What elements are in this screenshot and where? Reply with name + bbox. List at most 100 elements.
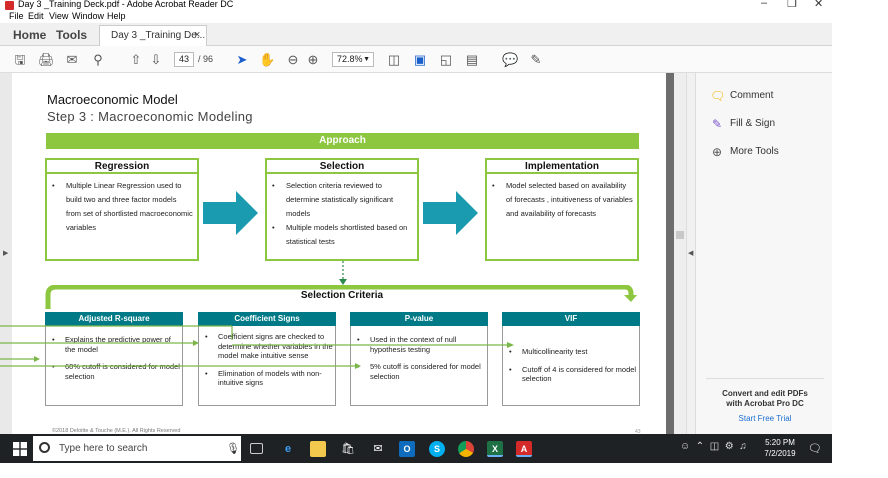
pen-icon: ✎ xyxy=(711,117,723,131)
full-screen-icon[interactable]: ◱ xyxy=(439,52,453,67)
skype-icon[interactable]: S xyxy=(429,441,445,457)
criteria-box-coefficient-signs: Coefficient Signs Coefficient signs are … xyxy=(198,312,336,406)
close-icon[interactable]: ✕ xyxy=(814,0,824,10)
fill-sign-label: Fill & Sign xyxy=(730,118,776,129)
selection-bullet: Multiple models shortlisted based on sta… xyxy=(271,221,413,249)
promo-line-1: Convert and edit PDFs xyxy=(722,389,808,398)
regression-box: Regression Multiple Linear Regression us… xyxy=(45,158,199,261)
expand-right-icon[interactable]: ◀ xyxy=(688,250,694,257)
select-cursor-icon[interactable]: ➤ xyxy=(236,52,248,67)
plus-circle-icon: ⊕ xyxy=(711,145,723,159)
regression-bullet: Multiple Linear Regression used to build… xyxy=(51,179,193,235)
dashed-connector xyxy=(339,261,347,285)
minimize-icon[interactable]: – xyxy=(761,0,768,9)
left-nav-strip[interactable]: ▶ xyxy=(0,73,12,434)
page-up-icon[interactable]: ⇧ xyxy=(130,52,142,67)
scroll-mode-icon[interactable]: ▣ xyxy=(413,52,427,67)
clock-date: 7/2/2019 xyxy=(764,449,796,458)
system-tray[interactable]: ☺ ⌃ ◫ ⚙ ♫ xyxy=(680,441,747,452)
criteria-bullet: Explains the predictive power of the mod… xyxy=(50,335,180,354)
fit-page-icon[interactable]: ◫ xyxy=(387,52,401,67)
zoom-out-icon[interactable]: ⊖ xyxy=(287,52,299,67)
save-icon[interactable]: 🖫 xyxy=(14,52,26,67)
right-pane-toggle[interactable]: ◀ xyxy=(686,73,695,434)
restore-icon[interactable]: ❐ xyxy=(787,0,797,10)
acrobat-icon[interactable]: A xyxy=(516,441,532,457)
tab-home[interactable]: Home xyxy=(13,28,47,42)
taskbar-search[interactable]: Type here to search 🎙 xyxy=(33,436,241,461)
notification-icon[interactable]: 🗨 xyxy=(808,443,822,455)
tab-document[interactable]: Day 3 _Training De... × xyxy=(99,25,207,46)
tab-close-icon[interactable]: × xyxy=(194,29,201,41)
excel-icon[interactable]: X xyxy=(487,441,503,457)
menu-view[interactable]: View xyxy=(49,11,69,21)
more-tools-label: More Tools xyxy=(730,146,779,157)
criteria-bullet: Coefficient signs are checked to determi… xyxy=(203,332,333,361)
print-icon[interactable]: 🖨 xyxy=(38,52,55,67)
search-placeholder: Type here to search xyxy=(59,443,148,454)
criteria-header: Adjusted R-square xyxy=(45,312,183,326)
windows-start-icon[interactable] xyxy=(13,442,27,456)
vertical-scrollbar[interactable] xyxy=(674,73,686,434)
menu-file[interactable]: File xyxy=(9,11,24,21)
promo-line-2: with Acrobat Pro DC xyxy=(726,399,804,408)
tools-pane: 🗨 Comment ✎ Fill & Sign ⊕ More Tools Con… xyxy=(695,73,832,434)
promo-text: Convert and edit PDFs with Acrobat Pro D… xyxy=(706,378,824,409)
implementation-box: Implementation Model selected based on a… xyxy=(485,158,639,261)
page-number-input[interactable]: 43 xyxy=(174,52,194,67)
page-total: / 96 xyxy=(198,54,214,64)
comment-label: Comment xyxy=(730,90,774,101)
outlook-icon[interactable]: O xyxy=(399,441,415,457)
criteria-bullet: Used in the context of null hypothesis t… xyxy=(355,335,485,354)
store-icon[interactable]: 🛍 xyxy=(341,443,355,455)
approach-banner: Approach xyxy=(46,133,639,149)
pdf-page: Macroeconomic Model Step 3 : Macroeconom… xyxy=(12,73,666,434)
criteria-box-adjusted-r-square: Adjusted R-square Explains the predictiv… xyxy=(45,312,183,406)
slide-page-number: 43 xyxy=(635,429,641,434)
task-view-icon[interactable] xyxy=(250,443,263,454)
menu-window[interactable]: Window xyxy=(72,11,105,21)
zoom-value: 72.8% xyxy=(337,54,363,64)
mail-icon[interactable]: ✉ xyxy=(373,443,383,455)
page-down-icon[interactable]: ⇩ xyxy=(150,52,162,67)
chevron-down-icon: ▼ xyxy=(363,56,370,63)
implementation-header: Implementation xyxy=(487,160,637,174)
microphone-icon[interactable]: 🎙 xyxy=(226,443,240,455)
criteria-box-vif: VIF Multicollinearity test Cutoff of 4 i… xyxy=(502,312,640,406)
email-icon[interactable]: ✉ xyxy=(66,52,78,67)
menu-help[interactable]: Help xyxy=(107,11,126,21)
criteria-bullet: Multicollinearity test xyxy=(507,347,637,357)
selection-criteria-bar xyxy=(45,285,637,309)
clock[interactable]: 5:20 PM 7/2/2019 xyxy=(758,437,802,459)
zoom-in-icon[interactable]: ⊕ xyxy=(307,52,319,67)
criteria-header: P-value xyxy=(350,312,488,326)
selection-bullet: Selection criteria reviewed to determine… xyxy=(271,179,413,221)
pen-tool-icon[interactable]: ✎ xyxy=(530,52,542,67)
annotation-arrows xyxy=(0,325,514,369)
title-bar: Day 3 _Training Deck.pdf - Adobe Acrobat… xyxy=(0,0,888,11)
criteria-header: VIF xyxy=(502,312,640,326)
chrome-icon[interactable] xyxy=(458,441,474,457)
start-trial-link[interactable]: Start Free Trial xyxy=(738,414,792,423)
slide-title: Macroeconomic Model xyxy=(47,92,178,107)
edge-icon[interactable]: e xyxy=(284,443,292,455)
criteria-header: Coefficient Signs xyxy=(198,312,336,326)
scrollbar-thumb[interactable] xyxy=(676,231,684,239)
hand-tool-icon[interactable]: ✋ xyxy=(259,52,276,67)
file-explorer-icon[interactable] xyxy=(310,441,326,457)
zoom-select[interactable]: 72.8% ▼ xyxy=(332,52,374,67)
window-title: Day 3 _Training Deck.pdf - Adobe Acrobat… xyxy=(18,0,234,9)
read-mode-icon[interactable]: ▤ xyxy=(465,52,479,67)
comment-tool-icon[interactable]: 💬 xyxy=(502,52,519,67)
search-icon[interactable]: ⚲ xyxy=(93,52,103,67)
copyright-text: ©2018 Deloitte & Touche (M.E.). All Righ… xyxy=(52,428,181,434)
tab-document-label: Day 3 _Training De... xyxy=(111,30,206,41)
tab-tools[interactable]: Tools xyxy=(56,28,88,42)
toolbar: 🖫 🖨 ✉ ⚲ ⇧ ⇩ 43 / 96 ➤ ✋ ⊖ ⊕ 72.8% ▼ ◫ ▣ … xyxy=(0,46,832,73)
expand-left-icon[interactable]: ▶ xyxy=(3,250,9,257)
selection-criteria-label: Selection Criteria xyxy=(300,290,384,301)
implementation-bullet: Model selected based on availability of … xyxy=(491,179,633,221)
menu-edit[interactable]: Edit xyxy=(28,11,44,21)
taskbar: Type here to search 🎙 e 🛍 ✉ O S X A ☺ ⌃ … xyxy=(0,434,832,463)
selection-header: Selection xyxy=(267,160,417,174)
